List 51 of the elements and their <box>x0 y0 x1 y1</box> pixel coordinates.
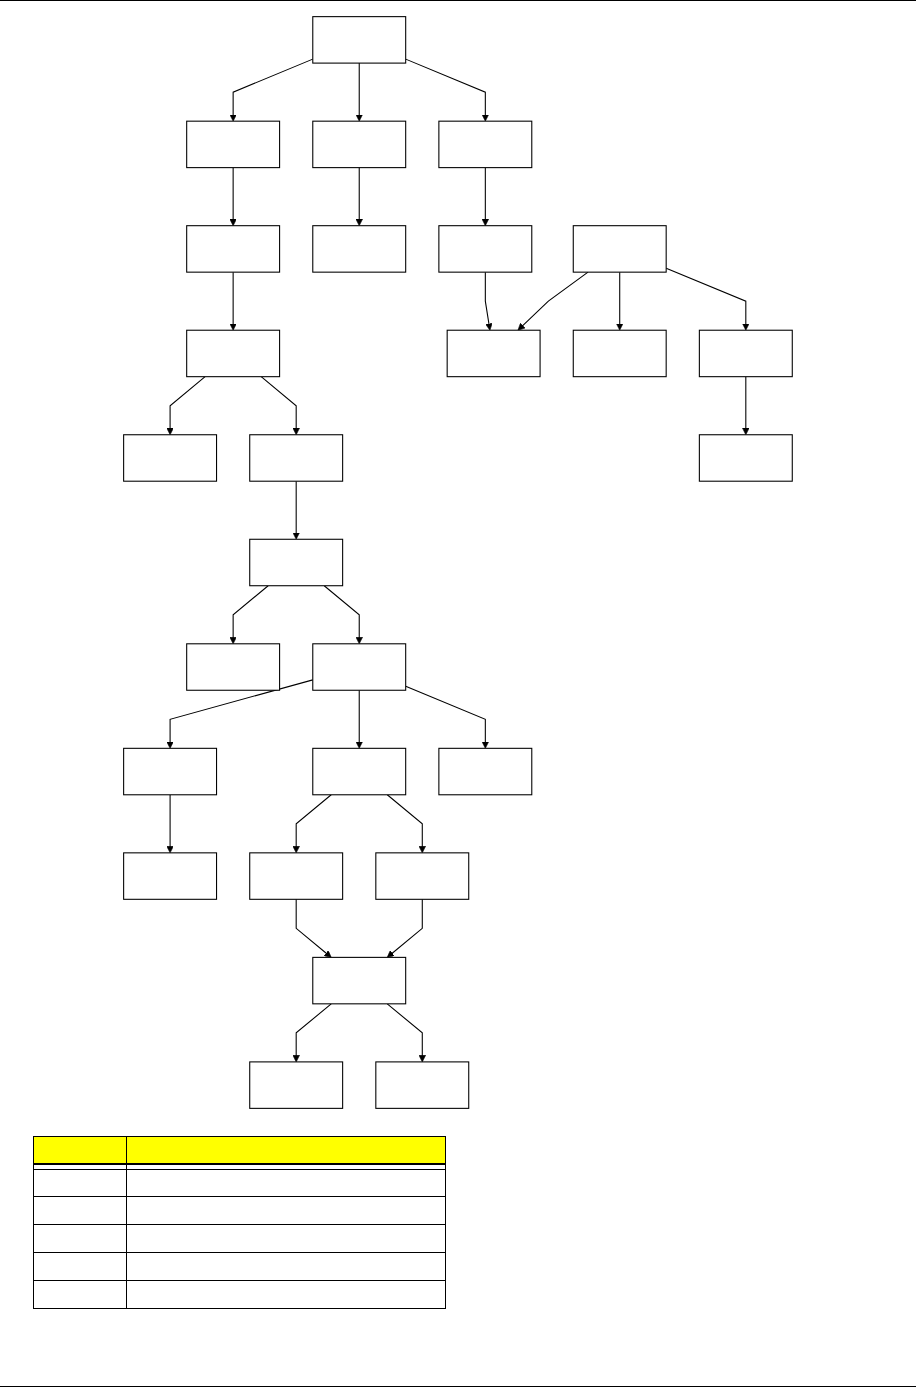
arrow <box>355 62 363 122</box>
arrow <box>292 1003 332 1063</box>
node-box <box>249 852 344 900</box>
node-box <box>123 747 218 796</box>
node-box <box>186 329 281 378</box>
arrow <box>229 585 269 645</box>
arrow <box>292 480 300 540</box>
node-box <box>438 120 533 169</box>
node-box <box>312 120 407 169</box>
arrow <box>386 794 426 854</box>
arrow <box>405 685 490 749</box>
node-box <box>249 1061 344 1109</box>
arrow <box>616 271 624 331</box>
arrow <box>742 376 750 436</box>
node-box <box>312 643 407 691</box>
node-box <box>438 747 533 796</box>
arrow <box>229 167 237 227</box>
arrow <box>323 585 363 645</box>
arrow <box>292 794 332 854</box>
node-box <box>312 16 407 64</box>
node-box <box>446 329 541 378</box>
arrow <box>386 898 423 958</box>
arrow <box>484 271 493 331</box>
arrow <box>481 167 490 227</box>
arrow <box>229 271 237 331</box>
arrow <box>405 58 490 122</box>
arrow <box>260 376 300 436</box>
node-box <box>186 643 281 691</box>
arrow <box>166 376 206 436</box>
arrow <box>517 271 589 331</box>
node-box <box>123 434 218 482</box>
node-box <box>312 956 407 1005</box>
arrow <box>355 689 363 749</box>
node-box <box>572 225 667 273</box>
node-box <box>312 225 407 273</box>
arrow <box>166 794 174 854</box>
node-box <box>375 1061 470 1109</box>
node-box <box>249 434 344 482</box>
node-box <box>698 329 793 378</box>
arrow <box>295 898 332 958</box>
node-box <box>572 329 667 378</box>
node-box <box>312 747 407 796</box>
arrow <box>355 167 363 227</box>
node-box <box>186 225 281 273</box>
node-box <box>375 852 470 900</box>
node-box <box>249 538 344 587</box>
node-box <box>698 434 793 482</box>
node-box <box>123 852 218 900</box>
node-box <box>438 225 533 273</box>
node-box <box>186 120 281 169</box>
arrow <box>386 1003 426 1063</box>
